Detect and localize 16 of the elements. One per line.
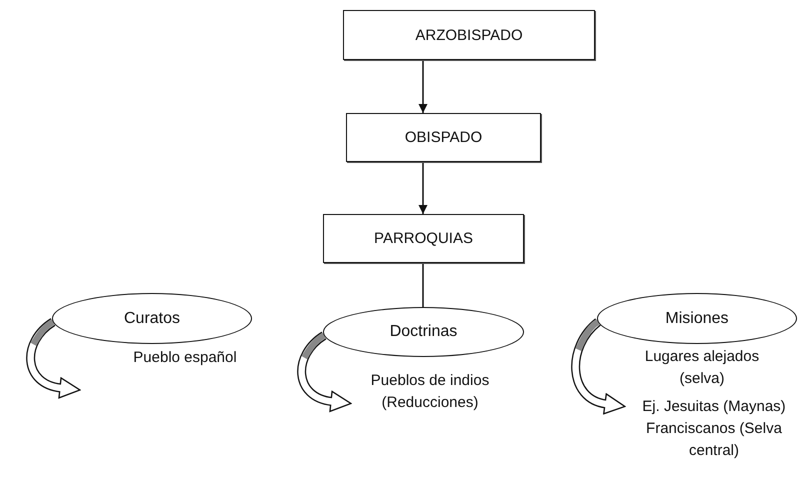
arrow	[418, 162, 428, 214]
node-label: ARZOBISPADO	[415, 26, 523, 44]
process-box	[343, 10, 595, 60]
process-box	[323, 214, 524, 263]
description-text: Lugares alejados (selva)	[644, 347, 760, 389]
description-text: Ej. Jesuitas (Maynas) Franciscanos (Selva central)	[641, 397, 787, 461]
process-box	[346, 113, 541, 162]
node-label: PARROQUIAS	[374, 230, 473, 247]
description-text: Pueblo español	[132, 348, 238, 368]
arrow	[418, 60, 428, 113]
node-label: Doctrinas	[390, 323, 458, 341]
connector-line	[422, 263, 424, 307]
node-label: Curatos	[124, 310, 180, 328]
description-text: Pueblos de indios (Reducciones)	[370, 371, 490, 413]
node-label: Misiones	[665, 310, 729, 328]
node-label: OBISPADO	[404, 129, 482, 146]
